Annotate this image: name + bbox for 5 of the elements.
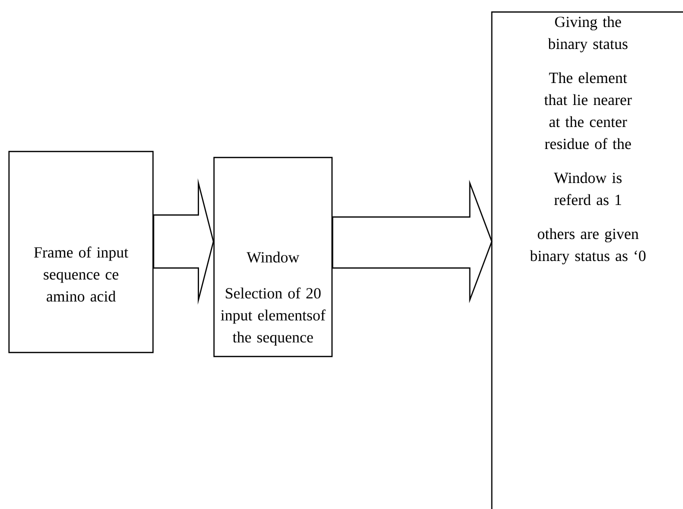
block-arrow	[153, 178, 214, 305]
block-arrow	[332, 180, 492, 304]
process-box: Giving the binary status The element that lie nearer at the center residue of the Window is referd as 1 others are given binary status as ‘0	[491, 11, 683, 509]
process-box: Frame of input sequence ce amino acid	[8, 150, 154, 354]
process-box: Window Selection of 20 input elementsof the sequence	[213, 156, 333, 358]
